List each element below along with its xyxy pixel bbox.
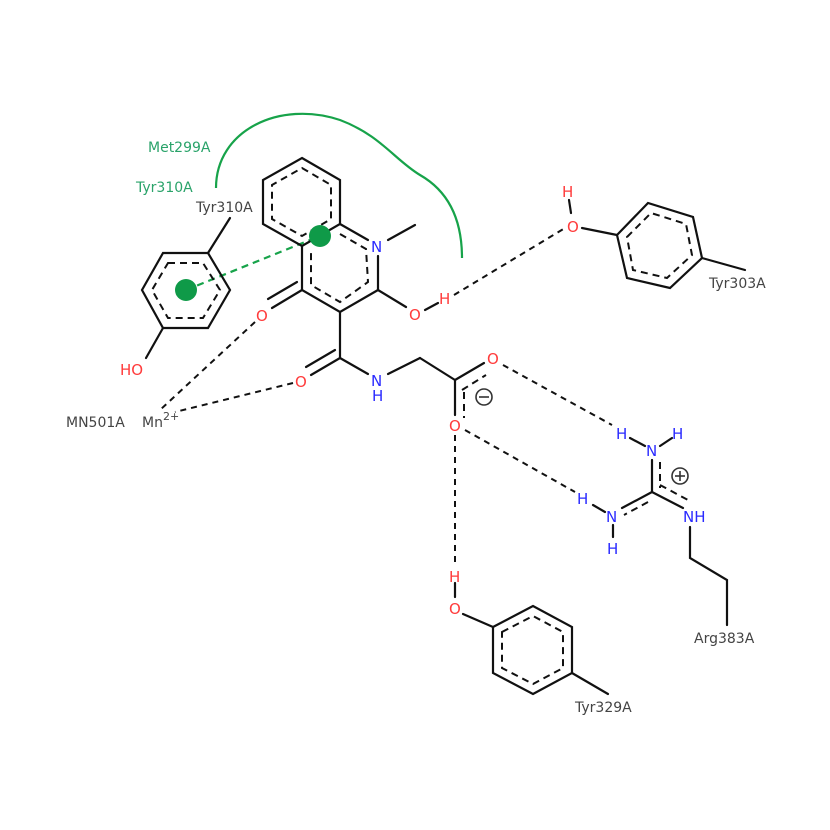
hbond-carboxyl-arg-top [502,364,613,426]
ligand-hydroxyl-oxygen: O [409,306,421,324]
tyr310-ring-centroid [175,279,197,301]
ligand-carboxyl-oxygen-top: O [487,350,499,368]
ligand-carboxyl-oxygen-bottom: O [449,417,461,435]
ligand-ring-centroid [309,225,331,247]
tyr303-hydrogen: H [562,183,573,201]
arg383-residue [591,436,729,627]
arg383-n-left: N [606,508,617,526]
arg383-h-top-right: H [672,425,683,443]
tyr310-hydrophobic-label: Tyr310A [135,180,193,196]
ligand-quinoline [261,156,487,418]
tyr329-residue [453,581,610,696]
tyr303-residue [567,198,747,290]
positive-charge-icon [671,467,689,485]
hydrophobic-contact-arc [214,112,464,259]
mn501-residue-label: MN501A [66,415,125,431]
pi-stacking-line [185,234,321,292]
arg383-h-left-bottom: H [607,540,618,558]
arg383-h-left: H [577,490,588,508]
mn-ion-symbol: Mn2+ [142,410,179,431]
tyr310-hydroxyl-label: HO [120,361,143,379]
tyr329-hydrogen: H [449,568,460,586]
tyr310-residue [140,216,232,360]
arg383-nh-right: NH [683,508,706,526]
mn-amide-coordination [174,382,294,413]
met299-hydrophobic-label: Met299A [148,140,211,156]
tyr310-residue-label: Tyr310A [195,200,253,216]
ligand-keto-oxygen: O [256,307,268,325]
ligand-hydroxyl-hydrogen: H [439,290,450,308]
tyr303-residue-label: Tyr303A [708,276,766,292]
ligand-amide-nitrogen: N [371,372,382,390]
arg383-h-top-left: H [616,425,627,443]
tyr329-residue-label: Tyr329A [574,700,632,716]
hbond-oh-tyr303 [453,227,566,296]
hbond-carboxyl-arg-left [464,429,576,493]
mn-keto-coordination [159,321,256,411]
ligand-amide-hydrogen: H [372,387,383,405]
tyr329-oxygen: O [449,600,461,618]
ligand-ring-nitrogen: N [371,238,382,256]
tyr303-oxygen: O [567,218,579,236]
arg383-residue-label: Arg383A [694,631,755,647]
arg383-n-top: N [646,442,657,460]
negative-charge-icon [475,388,493,406]
ligand-amide-oxygen: O [295,373,307,391]
